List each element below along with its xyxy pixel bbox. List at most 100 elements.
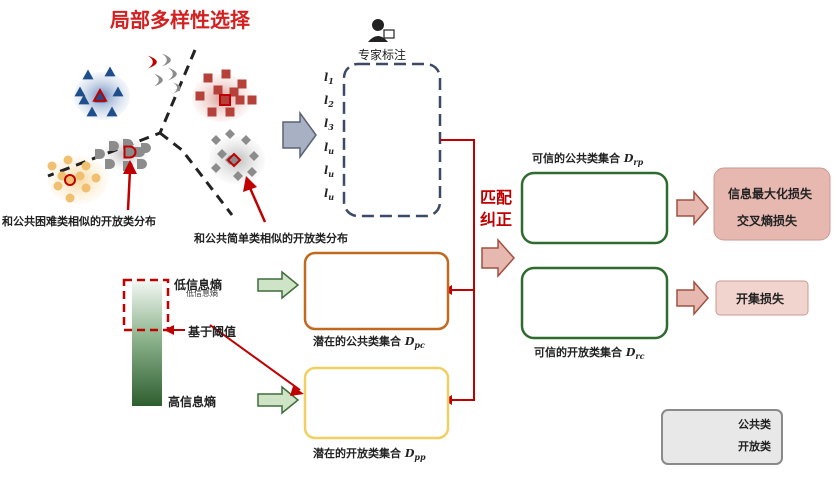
arrow-hard xyxy=(126,169,132,211)
row-label-4: lu xyxy=(324,141,335,157)
square-marker xyxy=(235,95,245,105)
square-marker xyxy=(213,85,223,95)
set-rc-caption-text: 可信的开放类集合 xyxy=(534,346,626,359)
circle-marker xyxy=(75,171,85,181)
row-label-6: lu xyxy=(324,187,335,203)
set-rp-symbol: Drp xyxy=(623,152,644,168)
crescent-marker xyxy=(168,67,177,81)
crescent-marker xyxy=(173,82,181,94)
square-marker xyxy=(237,79,247,89)
square-marker xyxy=(203,73,213,83)
legend-open-label: 开放类 xyxy=(738,440,771,453)
high-entropy-label: 高信息熵 xyxy=(168,395,217,409)
legend-box xyxy=(661,409,783,465)
circle-marker xyxy=(91,173,101,183)
set-pp-caption: 潜在的开放类集合 Dpp xyxy=(313,445,426,462)
triangle-marker xyxy=(92,87,108,102)
diamond-marker xyxy=(249,151,259,161)
square-marker xyxy=(219,94,231,106)
annotation-box xyxy=(342,62,442,218)
arrow-high-to-pp xyxy=(257,385,300,415)
set-pp-box xyxy=(303,366,450,440)
d-shape-marker xyxy=(137,159,147,169)
square-marker xyxy=(195,91,205,101)
loss-max-info: 信息最大化损失 xyxy=(728,187,813,201)
circle-marker xyxy=(57,171,67,181)
set-pc-box xyxy=(303,251,450,331)
expert-label: 专家标注 xyxy=(358,48,407,62)
set-pp-symbol: Dpp xyxy=(404,447,426,463)
arrow-to-pp-head xyxy=(290,386,304,396)
low-entropy-label: 低信息熵 xyxy=(174,278,223,292)
hard-caption: 和公共困难类相似的开放类分布 xyxy=(2,215,156,228)
arrow-to-pp-line xyxy=(209,324,301,391)
threshold-head xyxy=(164,325,174,335)
diamond-marker xyxy=(211,163,221,173)
loss-box-rc xyxy=(715,280,809,316)
d-shape-marker xyxy=(123,145,137,159)
set-rp-caption: 可信的公共类集合 Drp xyxy=(532,150,643,167)
square-marker xyxy=(221,69,231,79)
set-rp-box xyxy=(520,171,669,245)
d-shape-marker xyxy=(95,149,105,159)
diamond-marker xyxy=(225,129,235,139)
d-shape-marker xyxy=(105,159,115,169)
loss-box-rp xyxy=(713,167,831,241)
connector-line xyxy=(440,139,475,401)
match-correct-label: 匹配 纠正 xyxy=(480,188,513,229)
row-label-2: l2 xyxy=(324,94,334,110)
triangle-marker xyxy=(112,86,124,97)
crescent-marker xyxy=(154,73,163,87)
set-rc-symbol: Drc xyxy=(625,346,645,362)
boundary-line-b xyxy=(159,131,234,216)
circle-marker xyxy=(63,155,73,165)
circle-marker xyxy=(65,193,75,203)
set-rp-caption-text: 可信的公共类集合 xyxy=(532,152,624,165)
square-marker xyxy=(229,87,239,97)
arrow-simple xyxy=(248,187,267,223)
square-marker xyxy=(225,107,235,117)
triangle-marker xyxy=(86,106,98,117)
arrow-hard-head xyxy=(123,160,137,174)
circle-marker xyxy=(47,161,57,171)
loss-cross-entropy: 交叉熵损失 xyxy=(737,214,798,228)
expert-icon xyxy=(368,19,395,42)
row-label-1: l1 xyxy=(324,71,334,87)
low-entropy-overlay: 低信息熵 xyxy=(186,289,218,298)
triangle-marker xyxy=(104,66,116,77)
legend-common-label: 公共类 xyxy=(738,418,771,431)
low-entropy-marker xyxy=(122,278,170,332)
crescent-marker xyxy=(148,55,157,69)
d-shape-marker xyxy=(141,143,151,153)
circle-marker xyxy=(81,183,91,193)
circle-marker xyxy=(81,161,91,171)
square-marker xyxy=(247,95,257,105)
simple-caption: 和公共简单类相似的开放类分布 xyxy=(194,232,348,245)
d-shape-marker xyxy=(109,141,119,151)
diamond-marker xyxy=(211,135,221,145)
set-rc-box xyxy=(520,266,669,340)
set-pp-caption-text: 潜在的开放类集合 xyxy=(313,447,405,460)
set-pc-caption-text: 潜在的公共类集合 xyxy=(313,335,405,348)
threshold-label: 基于阈值 xyxy=(188,325,237,339)
diamond-marker xyxy=(247,167,257,177)
circle-marker xyxy=(53,181,63,191)
crescent-marker xyxy=(162,53,171,67)
triangle-marker xyxy=(82,69,94,80)
set-rc-caption: 可信的开放类集合 Drc xyxy=(534,344,644,361)
diamond-marker xyxy=(217,149,227,159)
arrow-to-annotation xyxy=(282,110,317,160)
diamond-marker xyxy=(233,171,243,181)
match-arrow xyxy=(481,238,516,278)
loss-open-set: 开集损失 xyxy=(736,292,785,306)
square-marker xyxy=(207,107,217,117)
diamond-marker xyxy=(226,152,242,168)
diamond-marker xyxy=(241,135,251,145)
row-label-5: lu xyxy=(324,164,335,180)
triangle-marker xyxy=(106,106,118,117)
circle-marker xyxy=(64,174,76,186)
set-pc-caption: 潜在的公共类集合 Dpc xyxy=(313,333,425,350)
triangle-marker xyxy=(78,94,90,105)
